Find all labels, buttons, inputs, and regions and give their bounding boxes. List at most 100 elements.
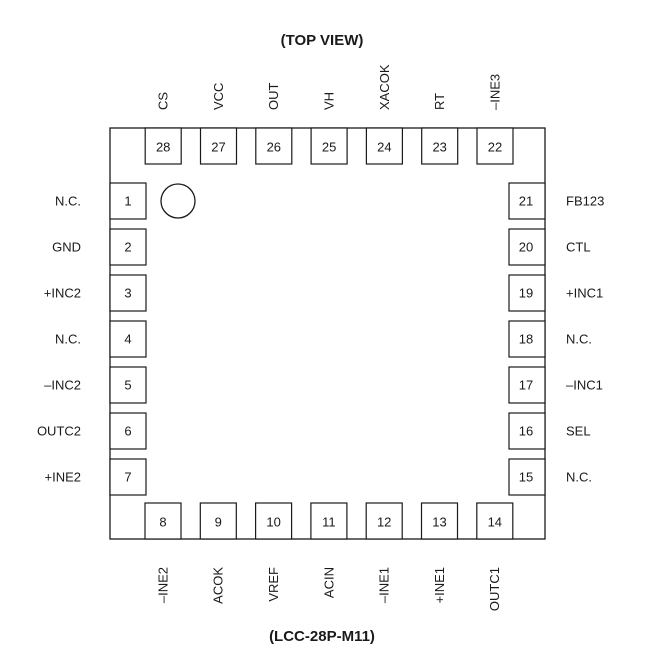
pin-pad <box>365 127 403 165</box>
pin-number: 2 <box>124 239 131 254</box>
pin-number: 4 <box>124 331 131 346</box>
pin-pad <box>255 127 293 165</box>
pin-pad <box>109 228 147 266</box>
pin-pad <box>476 502 514 540</box>
pin-pad <box>144 127 182 165</box>
pin-label: –INE3 <box>487 74 502 110</box>
pin-pad <box>508 458 546 496</box>
pin-number: 6 <box>124 423 131 438</box>
pin-number: 17 <box>519 377 533 392</box>
pin-pad <box>109 412 147 450</box>
pin-number: 11 <box>322 514 336 529</box>
pin-number: 12 <box>377 514 391 529</box>
pin-label: OUT <box>266 83 281 111</box>
pin-number: 14 <box>488 514 502 529</box>
pin-17: 17 –INC1 <box>508 366 603 404</box>
pin-number: 23 <box>432 139 446 154</box>
pin-number: 24 <box>377 139 391 154</box>
pin-number: 9 <box>215 514 222 529</box>
pin-label: ACOK <box>211 567 226 604</box>
pin-pad <box>421 127 459 165</box>
pin-pad <box>508 228 546 266</box>
pin-label: –INC2 <box>44 377 81 392</box>
pin-2: 2 GND <box>52 228 147 266</box>
pin-label: +INE2 <box>45 469 82 484</box>
pin-pad <box>508 366 546 404</box>
pin-pad <box>255 502 293 540</box>
pin-5: 5 –INC2 <box>44 366 147 404</box>
pin-label: ACIN <box>321 567 336 598</box>
package-outline <box>109 127 546 540</box>
pin-label: CTL <box>566 239 591 254</box>
pin-label: N.C. <box>566 469 592 484</box>
pin-12: 12 –INE1 <box>365 502 403 603</box>
pin-pad <box>310 127 348 165</box>
pin-number: 18 <box>519 331 533 346</box>
pin-label: +INC2 <box>44 285 81 300</box>
pin-pad <box>109 274 147 312</box>
pin-pad <box>508 182 546 220</box>
pin-number: 19 <box>519 285 533 300</box>
pin-23: 23 RT <box>421 93 459 165</box>
pin-label: +INC1 <box>566 285 603 300</box>
pin-label: VCC <box>211 83 226 110</box>
pin-label: –INC1 <box>566 377 603 392</box>
pin-label: +INE1 <box>432 567 447 604</box>
pin-number: 8 <box>159 514 166 529</box>
pin-number: 1 <box>124 193 131 208</box>
pin-number: 13 <box>432 514 446 529</box>
pin-4: 4 N.C. <box>55 320 147 358</box>
pin-pad <box>199 502 237 540</box>
pin1-marker <box>160 183 196 219</box>
pin-pad <box>144 502 182 540</box>
pin-number: 25 <box>322 139 336 154</box>
pin-18: 18 N.C. <box>508 320 592 358</box>
pin-28: 28 CS <box>144 92 182 165</box>
pin-19: 19 +INC1 <box>508 274 603 312</box>
pin-13: 13 +INE1 <box>420 502 459 604</box>
pin-pad <box>476 127 514 165</box>
pin-number: 21 <box>519 193 533 208</box>
pin-label: N.C. <box>55 193 81 208</box>
pin-label: SEL <box>566 423 591 438</box>
pin-number: 7 <box>124 469 131 484</box>
pin-number: 15 <box>519 469 533 484</box>
pin-label: XACOK <box>377 64 392 110</box>
pin-pad <box>365 502 403 540</box>
pin-number: 10 <box>266 514 280 529</box>
package-code: (LCC-28P-M11) <box>269 628 375 645</box>
pin-label: OUTC1 <box>487 567 502 611</box>
pin-label: N.C. <box>566 331 592 346</box>
pin-number: 28 <box>156 139 170 154</box>
pin-label: GND <box>52 239 81 254</box>
pin-label: VREF <box>266 567 281 602</box>
pin-label: –INE1 <box>377 567 392 603</box>
pin-22: 22 –INE3 <box>476 74 514 165</box>
pin-label: RT <box>432 93 447 110</box>
pin-number: 22 <box>488 139 502 154</box>
pin-label: N.C. <box>55 331 81 346</box>
pin-pad <box>508 274 546 312</box>
pin-label: CS <box>156 92 171 110</box>
pin-number: 3 <box>124 285 131 300</box>
pin-24: 24 XACOK <box>365 64 403 165</box>
pin-3: 3 +INC2 <box>44 274 147 312</box>
pin-1: 1 N.C. <box>55 182 147 220</box>
pin-number: 26 <box>267 139 281 154</box>
pin-15: 15 N.C. <box>508 458 592 496</box>
view-title: (TOP VIEW) <box>281 32 364 49</box>
pin-pad <box>109 366 147 404</box>
pin-7: 7 +INE2 <box>45 458 147 496</box>
pin-8: 8–INE2 <box>144 502 182 603</box>
pin-pad <box>199 127 238 165</box>
pin-number: 5 <box>124 377 131 392</box>
